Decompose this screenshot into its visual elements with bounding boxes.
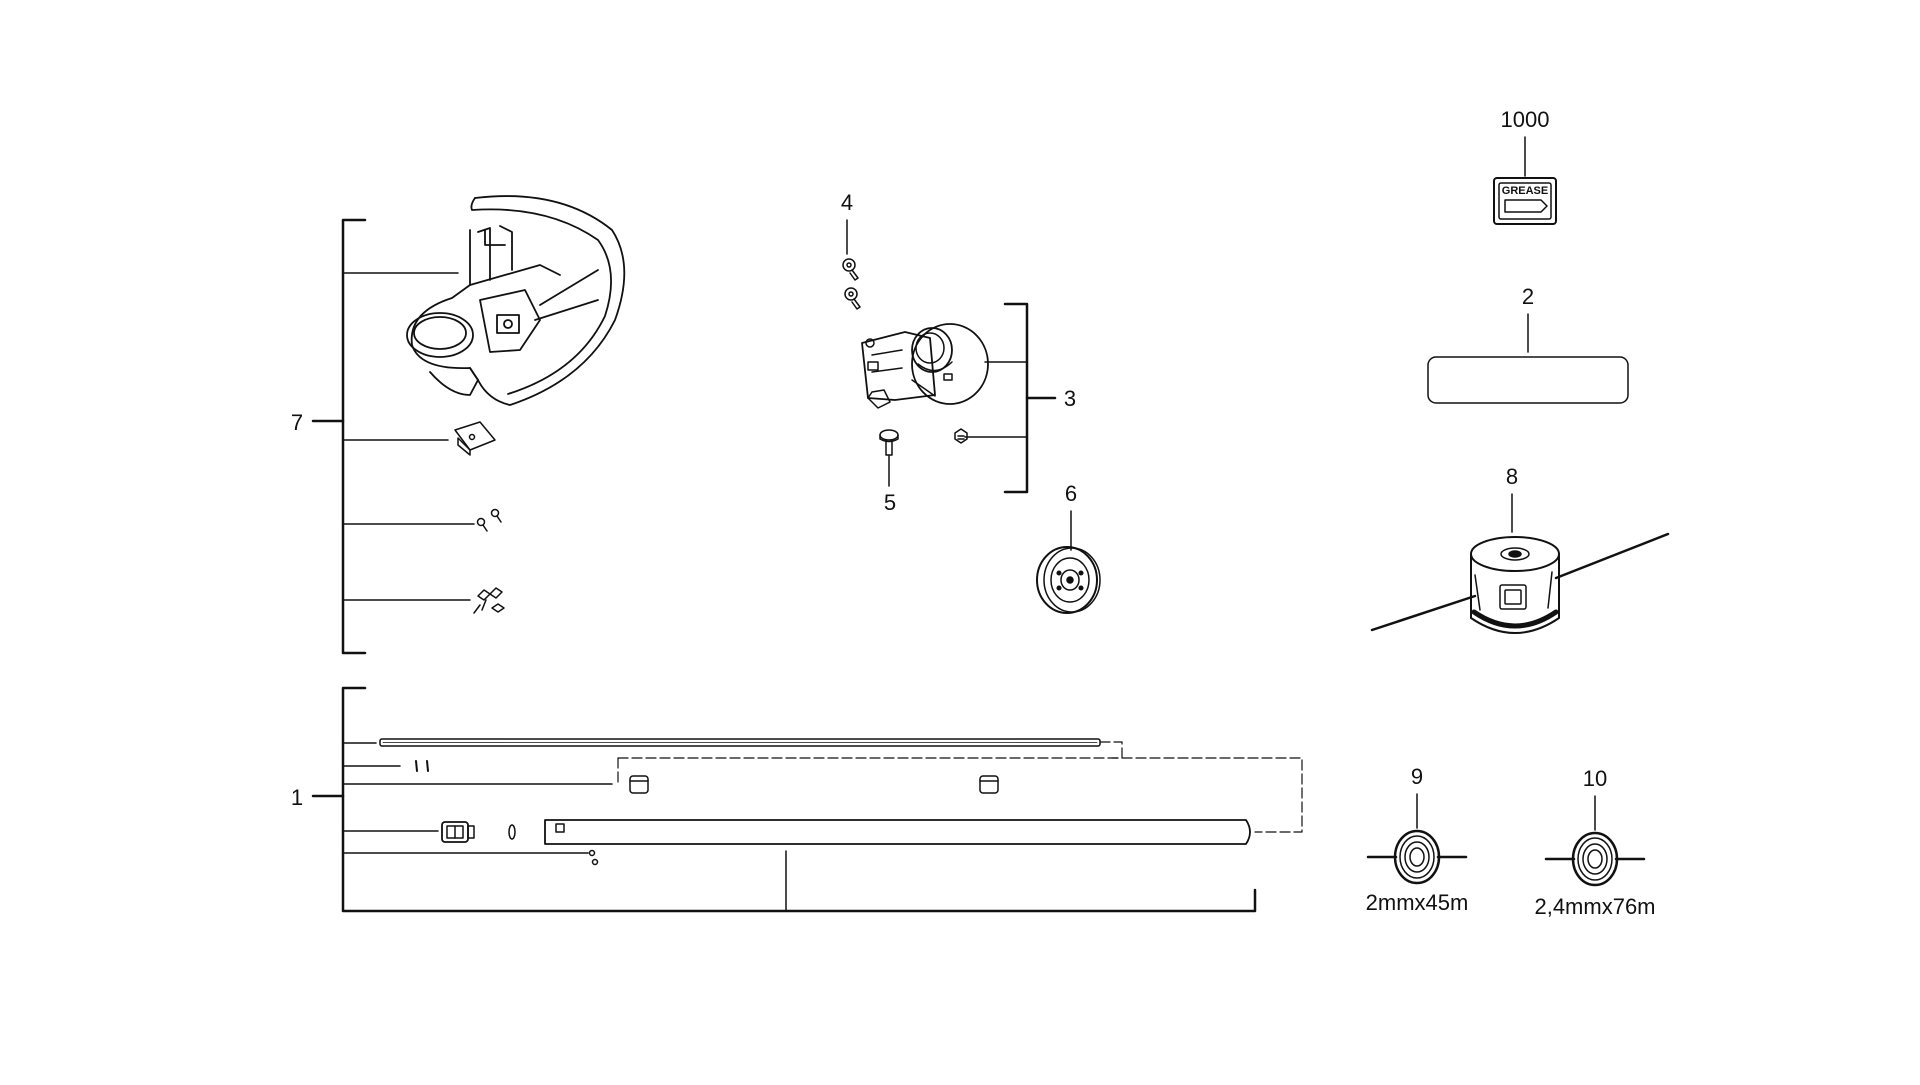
callout-1000: 1000 [1501,107,1550,132]
screw-icon [844,287,861,310]
washer-rim [1043,547,1101,613]
spool-coil-ring [1577,837,1613,881]
screw-icon [842,258,859,281]
grease-box-inner [1498,182,1552,220]
head-body [1470,553,1560,634]
washer-hole [1056,585,1062,591]
head-ribbed-base [1471,609,1559,629]
head-hub-center [1508,550,1522,558]
label-plate [1427,356,1629,404]
spool-core [1409,847,1425,867]
callout-9: 9 [1411,764,1423,789]
washer-hole [1078,585,1084,591]
spec-spool-10: 2,4mmx76m [1534,894,1655,919]
head-grip-line [1474,574,1481,611]
bracket-3 [1003,302,1029,494]
washer-hole [1056,570,1062,576]
part-4-screw-callout: 4 [841,190,861,310]
callout-4: 4 [841,190,853,215]
cutting-line-left [1370,594,1477,632]
cutting-line-right [1554,532,1670,580]
head-hub [1500,547,1530,561]
spool-coil-ring [1582,843,1608,875]
guard-clip [454,421,496,456]
nut-icon [954,428,968,444]
spool-coil [1571,831,1619,887]
washer-outer [1036,546,1098,614]
part-6-thrust-washer: 6 [1036,481,1101,614]
callout-10: 10 [1583,766,1607,791]
grease-box [1493,177,1557,225]
shaft-tube [544,819,1251,845]
head-window-inner [1504,589,1522,605]
part-10-line-spool: 10 2,4mmx76m [1534,766,1655,919]
washer-ring [1050,557,1090,603]
washer-center [1066,576,1074,584]
callout-1: 1 [291,785,303,810]
drive-shaft [379,738,1123,759]
guard-screws [476,508,502,532]
part-8-trimmer-head: 8 [1370,464,1670,634]
part-3-gear-head: 3 [861,302,1076,494]
spool-coil-ring [1404,841,1430,873]
guard-bolts [473,587,505,614]
bolt-icon [879,429,899,456]
spool-core [1587,849,1603,869]
shaft-coupler [441,821,516,843]
grease-label: GREASE [1502,185,1548,197]
callout-5: 5 [884,490,896,515]
bracket-7 [341,218,367,655]
part-1-shaft-assembly: 1 [291,686,1303,913]
spec-spool-9: 2mmx45m [1366,890,1469,915]
bracket-1 [341,686,1257,913]
shaft-pins [415,760,429,772]
shaft-screws [588,849,599,866]
head-grip-line [1547,571,1553,609]
part-7-guard-assembly: 7 [291,195,626,655]
spool-coil [1393,829,1441,885]
part-2-label: 2 [1427,284,1629,404]
guard-body [406,195,626,406]
part-9-line-spool: 9 2mmx45m [1366,764,1469,915]
spool-coil-ring [1399,835,1435,879]
grease-tube-icon [1504,199,1548,213]
part-5-bolt: 5 [879,429,899,515]
callout-8: 8 [1506,464,1518,489]
gear-head-body [861,323,989,409]
callout-3: 3 [1064,386,1076,411]
callout-7: 7 [291,410,303,435]
washer-hole [1078,570,1084,576]
callout-2: 2 [1522,284,1534,309]
callout-6: 6 [1065,481,1077,506]
shaft-bushings [617,757,1303,833]
part-1000-grease: 1000 GREASE [1493,107,1557,225]
washer-hub [1060,569,1080,591]
head-window [1499,584,1527,610]
